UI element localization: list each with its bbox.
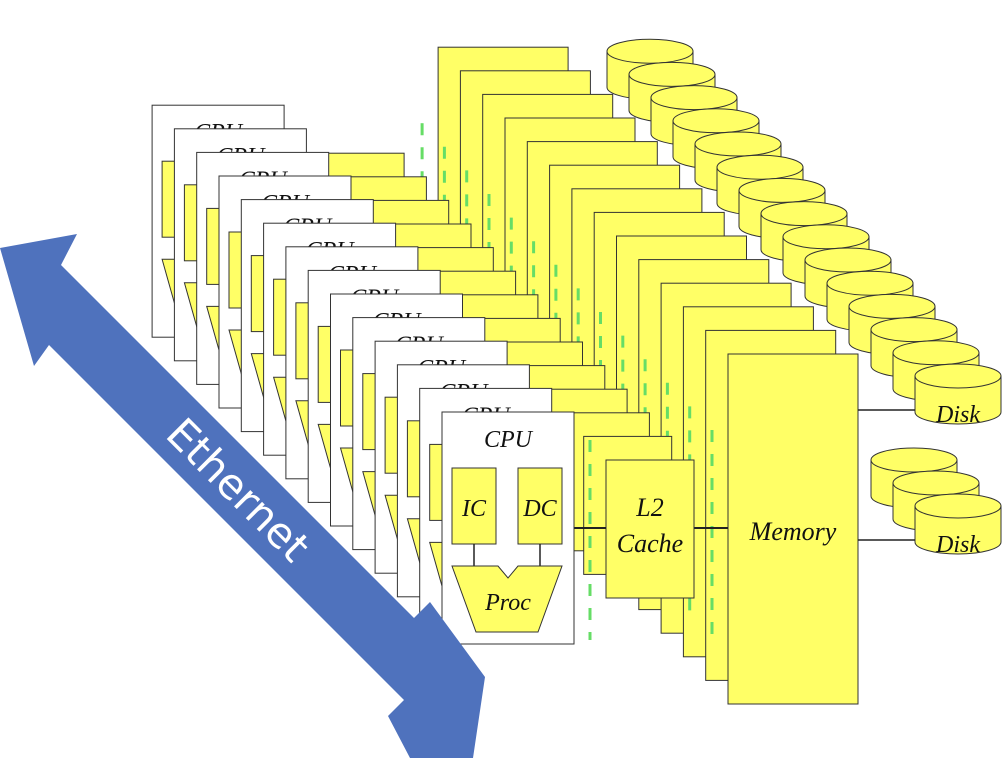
cache-label: Cache	[617, 529, 683, 558]
disk-top	[892, 340, 980, 366]
disk-top	[628, 61, 716, 87]
cpu-label: CPU	[484, 427, 534, 453]
ic-label: IC	[461, 496, 487, 522]
disk-top	[826, 270, 914, 296]
disk-top	[672, 108, 760, 134]
disk-top	[870, 447, 958, 473]
l2-label: L2	[635, 493, 663, 522]
disk-top	[606, 38, 694, 64]
disk-label: Disk	[935, 402, 980, 428]
disk-top	[848, 293, 936, 319]
proc-shape	[451, 565, 563, 633]
disk-top	[892, 470, 980, 496]
disk-top	[914, 363, 1002, 389]
disk	[914, 493, 1002, 555]
disk-top	[782, 224, 870, 250]
ic-box	[451, 467, 497, 545]
disk-top	[914, 493, 1002, 519]
dc-box	[517, 467, 563, 545]
disk-top	[694, 131, 782, 157]
disk	[914, 363, 1002, 425]
disk-body	[914, 375, 1002, 425]
disk-top	[716, 154, 804, 180]
disk-body	[914, 505, 1002, 555]
disk-top	[804, 247, 892, 273]
disk-top	[738, 177, 826, 203]
disk-top	[870, 317, 958, 343]
dc-label: DC	[522, 496, 557, 522]
ethernet-arrow-shape	[0, 234, 485, 758]
disk-top	[760, 201, 848, 227]
disk-label: Disk	[935, 532, 980, 558]
proc-label: Proc	[484, 590, 531, 616]
l2-cache-box	[605, 459, 695, 599]
disk-top	[650, 85, 738, 111]
memory-box	[727, 353, 859, 705]
memory-label: Memory	[749, 517, 837, 546]
